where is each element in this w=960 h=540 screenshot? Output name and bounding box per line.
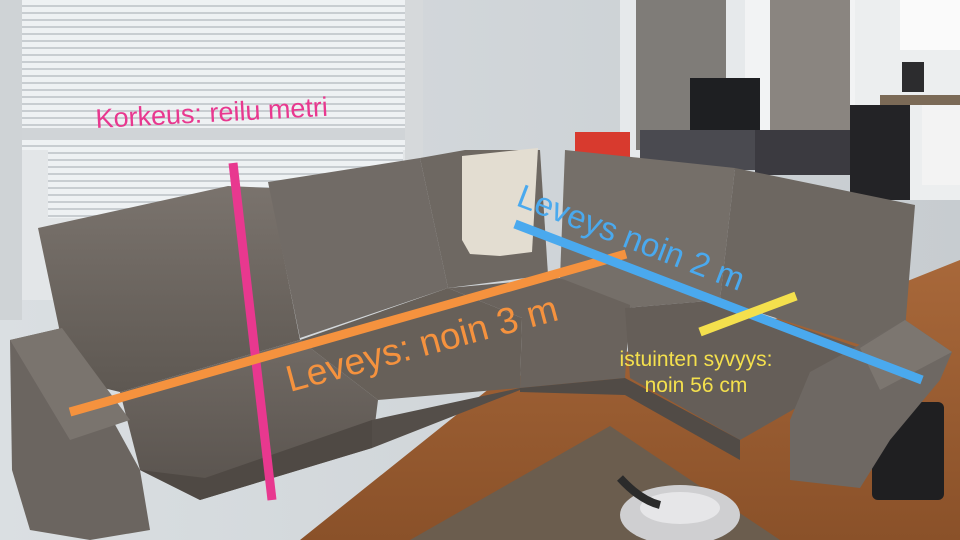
- height-measure-line: [228, 162, 277, 501]
- seat-depth-label-line2: noin 56 cm: [645, 374, 748, 397]
- width-short-measure-line: [513, 219, 924, 385]
- vacuum-cleaner: [617, 475, 740, 540]
- seat-depth-measure-line: [698, 291, 798, 337]
- seat-depth-label-line1: istuinten syvyys:: [620, 348, 773, 371]
- width-long-measure-line: [68, 249, 628, 417]
